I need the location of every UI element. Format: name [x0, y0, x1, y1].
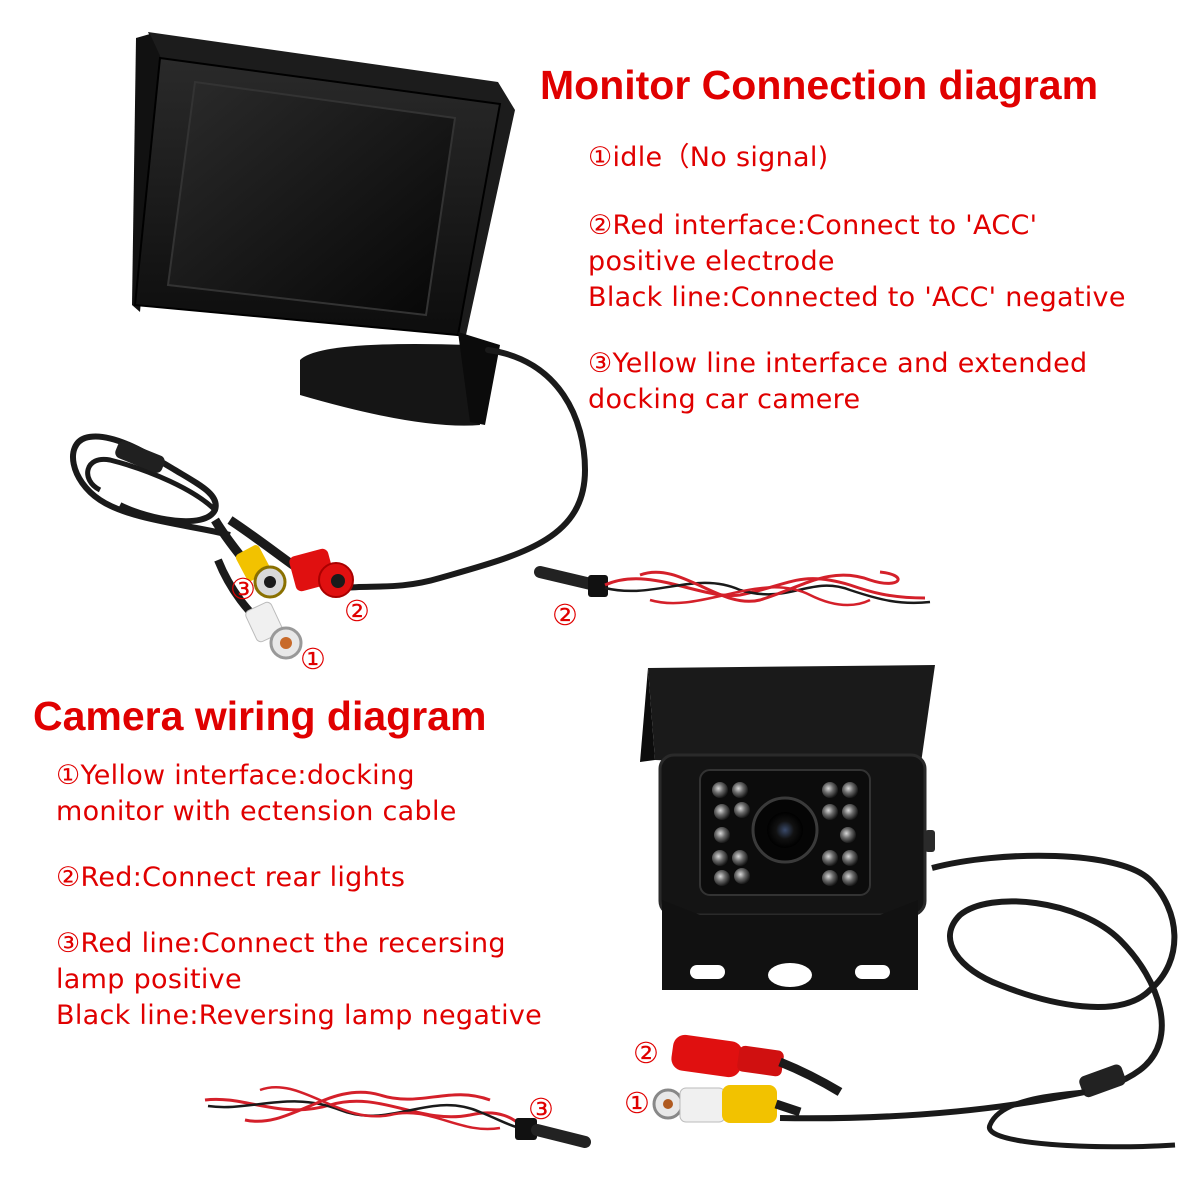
camera-section-title: Camera wiring diagram	[33, 693, 487, 739]
camera-item-3-line-1: ③Red line:Connect the recersing	[56, 928, 506, 959]
monitor-stand	[300, 344, 480, 426]
camera-sunshade	[648, 665, 935, 770]
monitor-section-title: Monitor Connection diagram	[540, 62, 1099, 108]
monitor-item-3-line-1: ③Yellow line interface and extended	[588, 348, 1088, 379]
monitor-item-1-line-1: ①idle（No signal)	[588, 142, 829, 173]
monitor-rca-red	[227, 516, 354, 598]
camera-item-2-line-1: ②Red:Connect rear lights	[56, 862, 406, 893]
monitor-item-3-line-2: docking car camere	[588, 384, 861, 415]
monitor-red-marker: ②	[344, 594, 370, 628]
camera-item-3: ③Red line:Connect the recersing lamp pos…	[56, 926, 542, 1034]
camera-power-cable-marker: ③	[528, 1092, 554, 1126]
camera-item-1-line-2: monitor with ectension cable	[56, 796, 457, 827]
monitor-rca-white	[214, 558, 303, 660]
camera-rca-white	[652, 1085, 802, 1123]
camera-item-1-line-1: ①Yellow interface:docking	[56, 760, 415, 791]
camera-ir-leds	[712, 782, 858, 886]
monitor-item-1: ①idle（No signal)	[588, 140, 828, 176]
camera-item-3-line-3: Black line:Reversing lamp negative	[56, 1000, 543, 1031]
monitor-yellow-marker: ③	[230, 572, 256, 606]
camera-red-marker: ②	[633, 1036, 659, 1070]
camera-device	[640, 665, 935, 990]
camera-power-cable	[204, 1085, 591, 1148]
camera-rca-red	[671, 1034, 843, 1096]
monitor-power-cable	[534, 566, 931, 607]
monitor-item-2-line-2: positive electrode	[588, 246, 835, 277]
camera-white-marker: ①	[624, 1086, 650, 1120]
monitor-power-cable-marker: ②	[552, 598, 578, 632]
monitor-white-marker: ①	[300, 642, 326, 676]
monitor-cable	[342, 347, 589, 591]
camera-item-2: ②Red:Connect rear lights	[56, 860, 405, 896]
monitor-item-2-line-1: ②Red interface:Connect to 'ACC'	[588, 210, 1038, 241]
camera-item-3-line-2: lamp positive	[56, 964, 242, 995]
monitor-item-2: ②Red interface:Connect to 'ACC' positive…	[588, 208, 1126, 316]
camera-item-1: ①Yellow interface:docking monitor with e…	[56, 758, 457, 830]
monitor-rca-yellow	[211, 517, 287, 599]
monitor-item-2-line-3: Black line:Connected to 'ACC' negative	[588, 282, 1126, 313]
camera-bracket	[662, 900, 918, 990]
monitor-device	[132, 32, 515, 426]
monitor-item-3: ③Yellow line interface and extended dock…	[588, 346, 1087, 418]
camera-cable	[931, 852, 1178, 1095]
monitor-screen	[166, 80, 457, 317]
